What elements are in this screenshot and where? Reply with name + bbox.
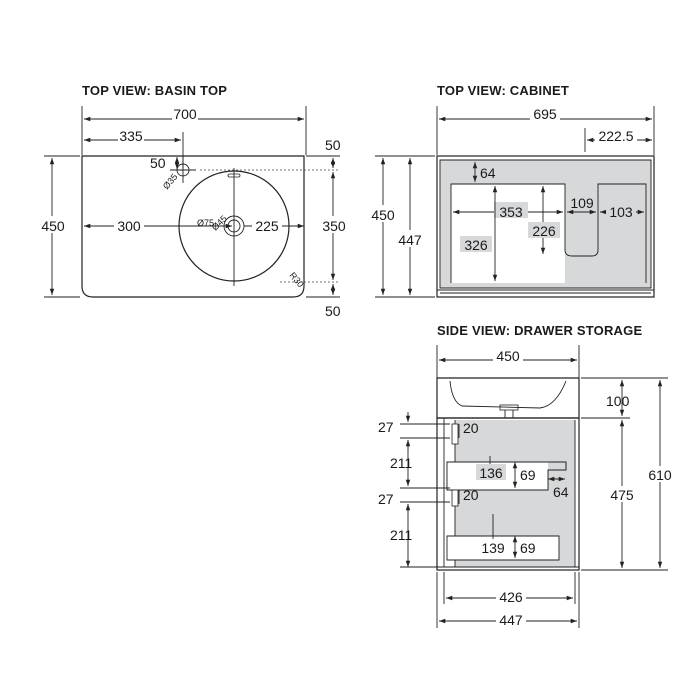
basin-top-outline [81,155,305,298]
mid-rail-dim: 27 [378,491,394,507]
cabinet-width-dim: 695 [533,106,557,122]
waste-fitting [499,404,519,411]
cutout-width-dim: 109 [570,195,594,211]
cabinet-top-title: TOP VIEW: CABINET [437,83,569,98]
basin-depth-dim: 450 [41,218,65,234]
cabinet-depth-outer-dim: 450 [371,207,395,223]
drawer-2-side-dim: 69 [520,540,536,556]
drawer-2-inner-dim: 139 [481,540,505,556]
tap-hole-offset-dim: 50 [150,155,166,171]
right-margin-bottom-dim: 50 [325,303,341,319]
drawer-1-handle [451,423,459,445]
basin-left-dim: 300 [117,218,141,234]
inner-width-dim: 353 [499,204,523,220]
drawer-1-height-dim: 211 [390,455,413,471]
drawer-2 [446,535,560,561]
basin-height-dim: 100 [606,393,630,409]
cabinet-depth-inner-dim: 447 [398,232,422,248]
drawer-1-side-dim: 69 [520,467,536,483]
front-gap-dim: 64 [480,165,496,181]
right-margin-top-dim: 50 [325,137,341,153]
cabinet-height-dim: 475 [610,487,634,503]
cabinet-body [436,417,580,571]
basin-dia-dim: Ø75 [197,218,214,228]
cabinet-cutout [450,183,647,283]
basin-width-dim: 700 [173,106,197,122]
basin-top-title: TOP VIEW: BASIN TOP [82,83,227,98]
cutout-offset-dim: 222.5 [598,128,633,144]
side-outer-depth-dim: 447 [499,612,523,628]
side-depth-dim: 450 [496,348,520,364]
right-width-dim: 103 [609,204,633,220]
total-height-dim: 610 [648,467,672,483]
drawer-1-back-dim: 64 [553,484,569,500]
cabinet-top-view: TOP VIEW: CABINET 695 222.5 64 353 109 [368,83,655,298]
top-rail-dim: 27 [378,419,394,435]
bowl-depth-dim: 350 [322,218,346,234]
basin-radius-dim: 225 [255,218,279,234]
basin-profile [436,377,580,419]
side-drawer-view: SIDE VIEW: DRAWER STORAGE 450 20 [378,323,675,628]
tap-offset-dim: 335 [119,128,143,144]
side-view-title: SIDE VIEW: DRAWER STORAGE [437,323,642,338]
basin-top-view: TOP VIEW: BASIN TOP 700 335 50 Ø35 Ø45 Ø… [38,83,352,319]
corner-radius-dim: R30 [288,270,306,289]
tap-hole-dia-dim: Ø35 [161,172,180,191]
cabinet-top-outline [436,155,655,298]
drawer-2-handle [451,489,459,507]
drawer-1-inner-dim: 136 [479,465,503,481]
top-gap-dim: 20 [463,420,479,436]
side-inner-depth-dim: 426 [499,589,523,605]
mid-gap-dim: 20 [463,487,479,503]
drawer-2-height-dim: 211 [390,527,413,543]
cutout-depth-dim: 226 [532,223,556,239]
inner-depth-dim: 326 [464,237,488,253]
